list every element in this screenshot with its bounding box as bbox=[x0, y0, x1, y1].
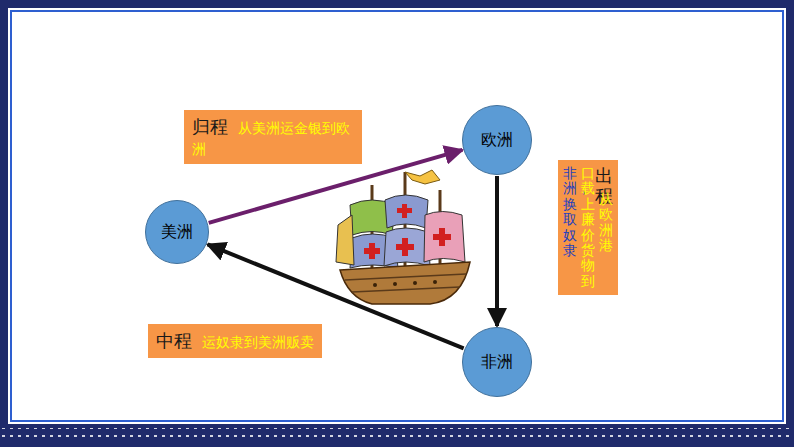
text-column: 非洲，换取奴隶 bbox=[563, 166, 577, 258]
continent-name: 非洲 bbox=[481, 352, 513, 373]
voyage-heading: 归程 bbox=[192, 116, 228, 137]
inner-frame bbox=[11, 11, 783, 421]
return-voyage-box: 归程从美洲运金银到欧洲 bbox=[184, 110, 362, 164]
continent-circle: 美洲 bbox=[145, 200, 209, 264]
bottom-band bbox=[0, 424, 794, 447]
voyage-description: 从欧洲港口载上廉价货物到非洲，换取奴隶 bbox=[563, 166, 613, 289]
continent-name: 美洲 bbox=[161, 222, 193, 243]
outbound-voyage-box: 出程从欧洲港口载上廉价货物到非洲，换取奴隶 bbox=[558, 160, 618, 295]
middle-passage-box: 中程运奴隶到美洲贩卖 bbox=[148, 324, 322, 358]
voyage-description: 运奴隶到美洲贩卖 bbox=[202, 334, 314, 350]
continent-circle: 欧洲 bbox=[462, 105, 532, 175]
continent-circle: 非洲 bbox=[462, 327, 532, 397]
ship-illustration bbox=[336, 170, 470, 304]
text-column: 口载上廉价货物到 bbox=[581, 166, 595, 289]
trade-route-arrow bbox=[495, 176, 499, 326]
voyage-heading: 中程 bbox=[156, 330, 192, 351]
band-pattern bbox=[0, 428, 794, 443]
page-frame bbox=[4, 4, 790, 443]
continent-name: 欧洲 bbox=[481, 130, 513, 151]
text-column: 从欧洲港 bbox=[599, 192, 613, 254]
